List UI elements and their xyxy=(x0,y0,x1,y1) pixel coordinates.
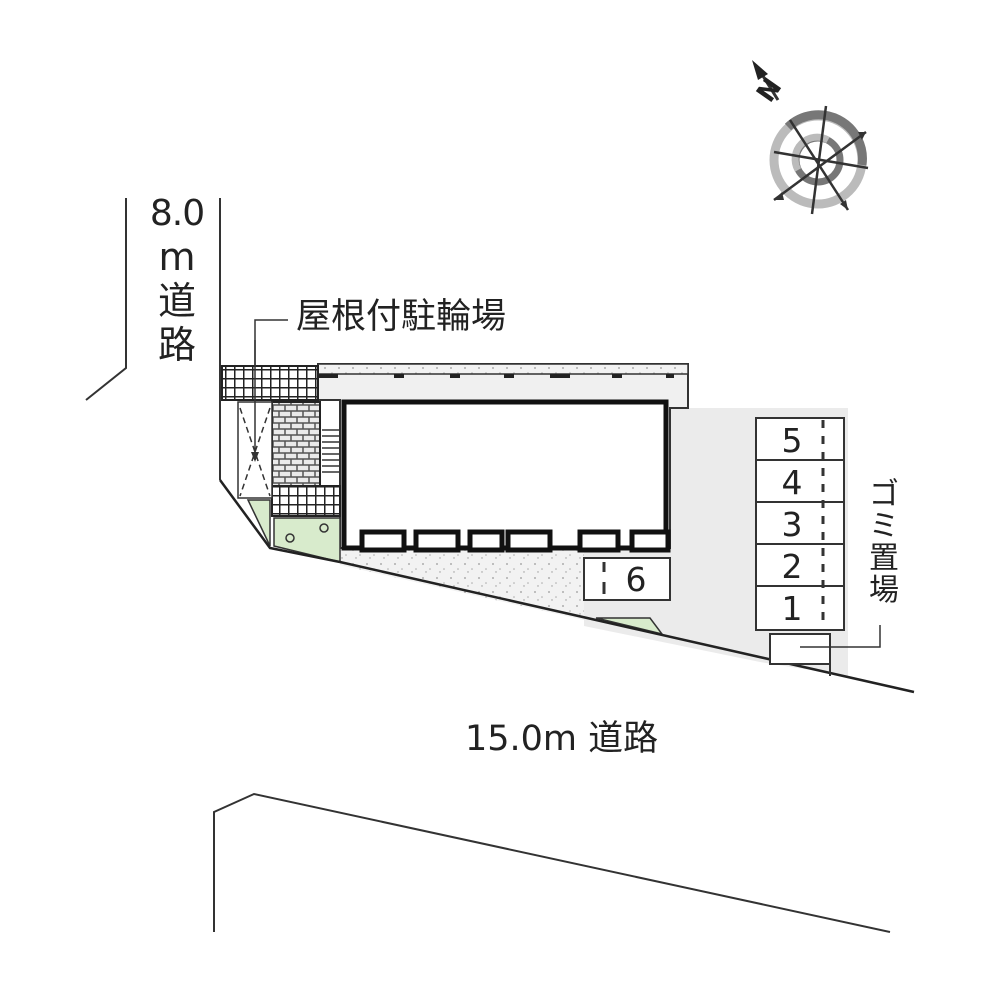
garbage-char-3: 置 xyxy=(869,541,899,576)
covered-bicycle-parking xyxy=(221,340,341,517)
side-road-edges xyxy=(85,198,221,480)
parking-number-2: 2 xyxy=(781,547,803,586)
apartment-building xyxy=(318,374,674,553)
parking-number-3: 3 xyxy=(781,505,803,544)
parking-number-1: 1 xyxy=(781,589,803,628)
lot-boundary-left xyxy=(218,479,341,564)
front-road-edge-lower xyxy=(213,792,891,933)
garbage-area-label: ゴ ミ 置 場 xyxy=(862,480,906,608)
garbage-area xyxy=(769,633,831,676)
side-road-unit: m xyxy=(158,235,196,279)
garbage-char-2: ミ xyxy=(869,509,899,544)
garbage-char-4: 場 xyxy=(869,573,899,608)
side-road-char-1: 道 xyxy=(157,279,196,323)
front-road-edge-upper xyxy=(339,560,915,694)
parking-number-6: 6 xyxy=(625,560,647,599)
side-road-char-2: 路 xyxy=(157,323,196,367)
bicycle-parking-label: 屋根付駐輪場 xyxy=(296,297,507,337)
bike-leader-line xyxy=(254,319,288,366)
parking-number-4: 4 xyxy=(781,463,803,502)
front-road-label: 15.0m 道路 xyxy=(465,719,659,759)
side-road-width: 8.0 xyxy=(149,193,205,234)
garbage-leader-line xyxy=(800,625,881,648)
parking-slots-1-5 xyxy=(755,417,845,631)
parking-number-5: 5 xyxy=(781,421,803,460)
north-arrow-compass-icon: N xyxy=(751,60,869,215)
svg-text:N: N xyxy=(751,73,788,108)
parking-slot-6 xyxy=(583,557,671,601)
garbage-char-1: ゴ xyxy=(869,477,899,512)
side-road-label: 8.0 m 道 路 xyxy=(140,196,214,370)
